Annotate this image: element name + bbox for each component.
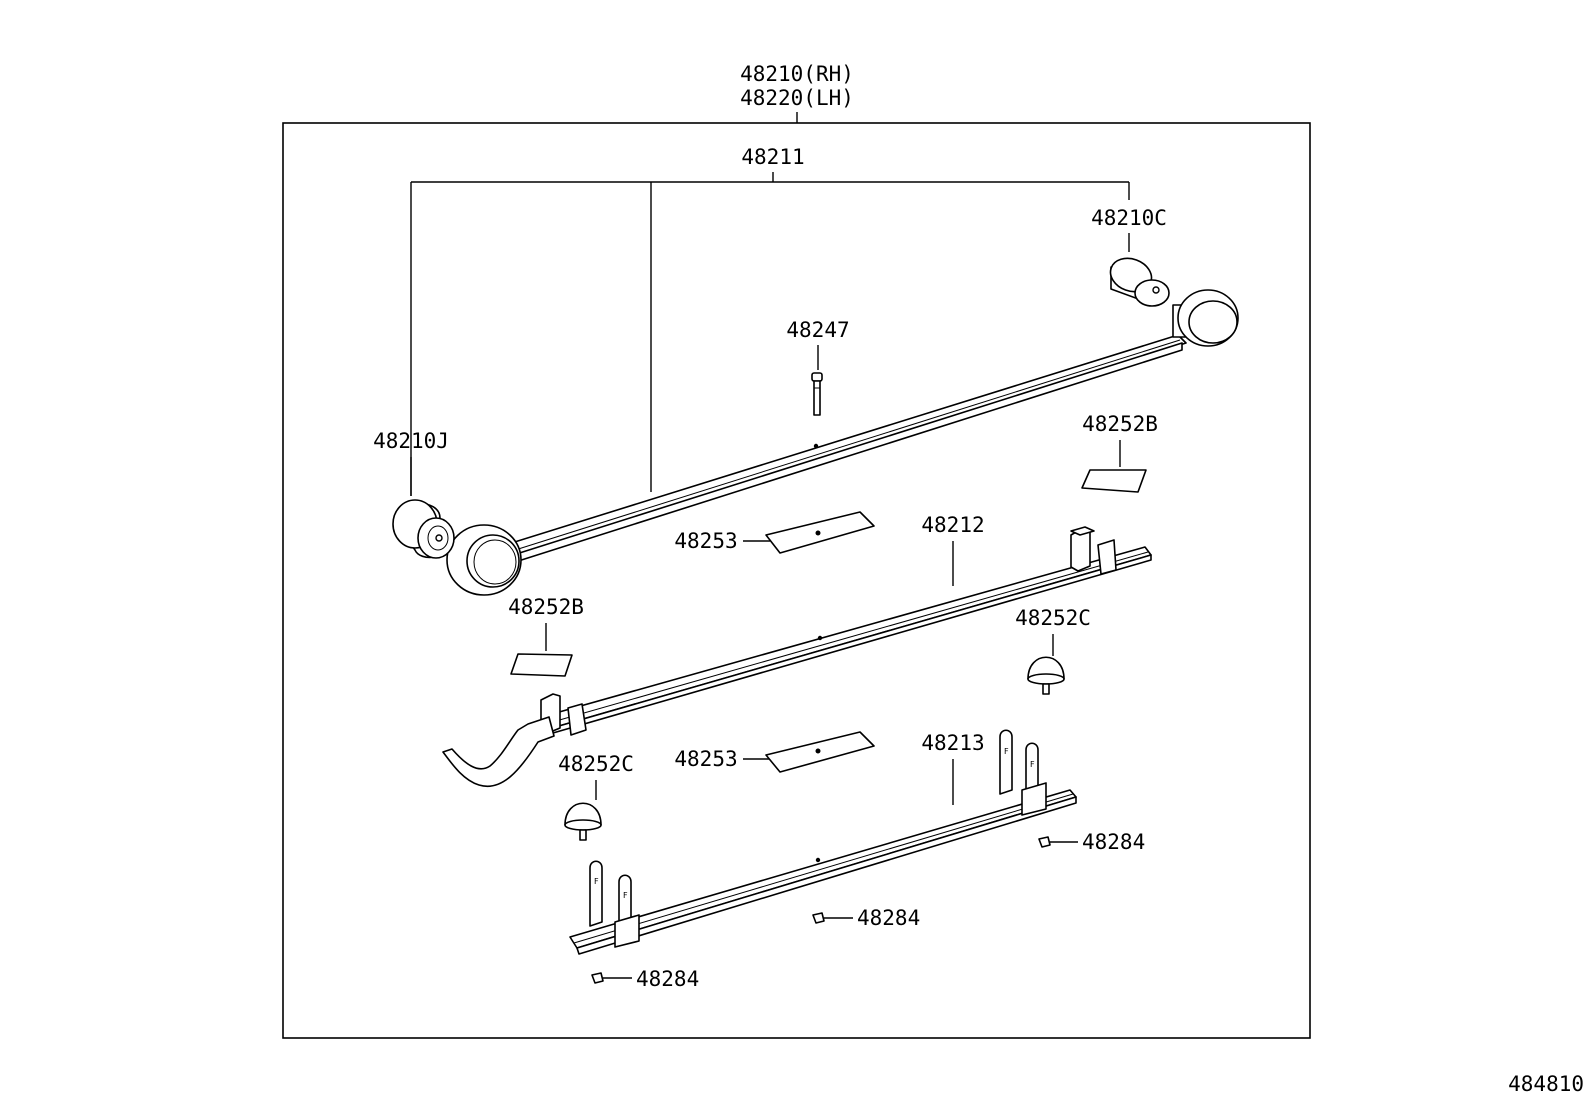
leaf-48213: F F F F xyxy=(569,729,1077,955)
label-48212: 48212 xyxy=(921,513,984,537)
assembly-label-rh: 48210(RH) xyxy=(740,62,854,86)
label-48247: 48247 xyxy=(786,318,849,342)
pad-48252B-lower xyxy=(510,653,573,677)
label-48252B-lower: 48252B xyxy=(508,595,584,619)
label-48211: 48211 xyxy=(741,145,804,169)
spring-eye-right xyxy=(1172,289,1239,347)
bumper-48252C-right xyxy=(1027,656,1065,695)
leaf-48212 xyxy=(442,526,1152,788)
label-48284-right: 48284 xyxy=(1082,830,1145,854)
liner-48253-upper xyxy=(765,511,875,554)
center-bolt-48247 xyxy=(811,372,823,416)
label-48253-lower: 48253 xyxy=(674,747,737,771)
bushing-48210J xyxy=(392,499,455,559)
label-48252C-left: 48252C xyxy=(558,752,634,776)
label-48210J: 48210J xyxy=(373,429,449,453)
label-48253-upper: 48253 xyxy=(674,529,737,553)
assembly-frame xyxy=(282,122,1311,1039)
leader-48211 xyxy=(410,172,1130,496)
liner-48253-lower xyxy=(765,731,875,773)
silencer-48284-right xyxy=(1038,836,1078,848)
spring-eye-left xyxy=(446,524,522,596)
label-48252B-upper: 48252B xyxy=(1082,412,1158,436)
svg-text:F: F xyxy=(1030,760,1035,769)
label-48210C: 48210C xyxy=(1091,206,1167,230)
pad-48252B-upper xyxy=(1081,469,1147,493)
svg-text:F: F xyxy=(594,877,599,886)
bushing-48210C xyxy=(1109,257,1170,307)
label-48284-bottom: 48284 xyxy=(636,967,699,991)
silencer-48284-middle xyxy=(812,912,853,924)
svg-text:F: F xyxy=(1004,747,1009,756)
bumper-48252C-left xyxy=(564,802,602,841)
figure-id: 484810 xyxy=(1508,1072,1584,1096)
label-48252C-right: 48252C xyxy=(1015,606,1091,630)
assembly-label-lh: 48220(LH) xyxy=(740,86,854,110)
label-48284-middle: 48284 xyxy=(857,906,920,930)
svg-text:F: F xyxy=(623,891,628,900)
silencer-48284-bottom xyxy=(591,972,632,984)
label-48213: 48213 xyxy=(921,731,984,755)
